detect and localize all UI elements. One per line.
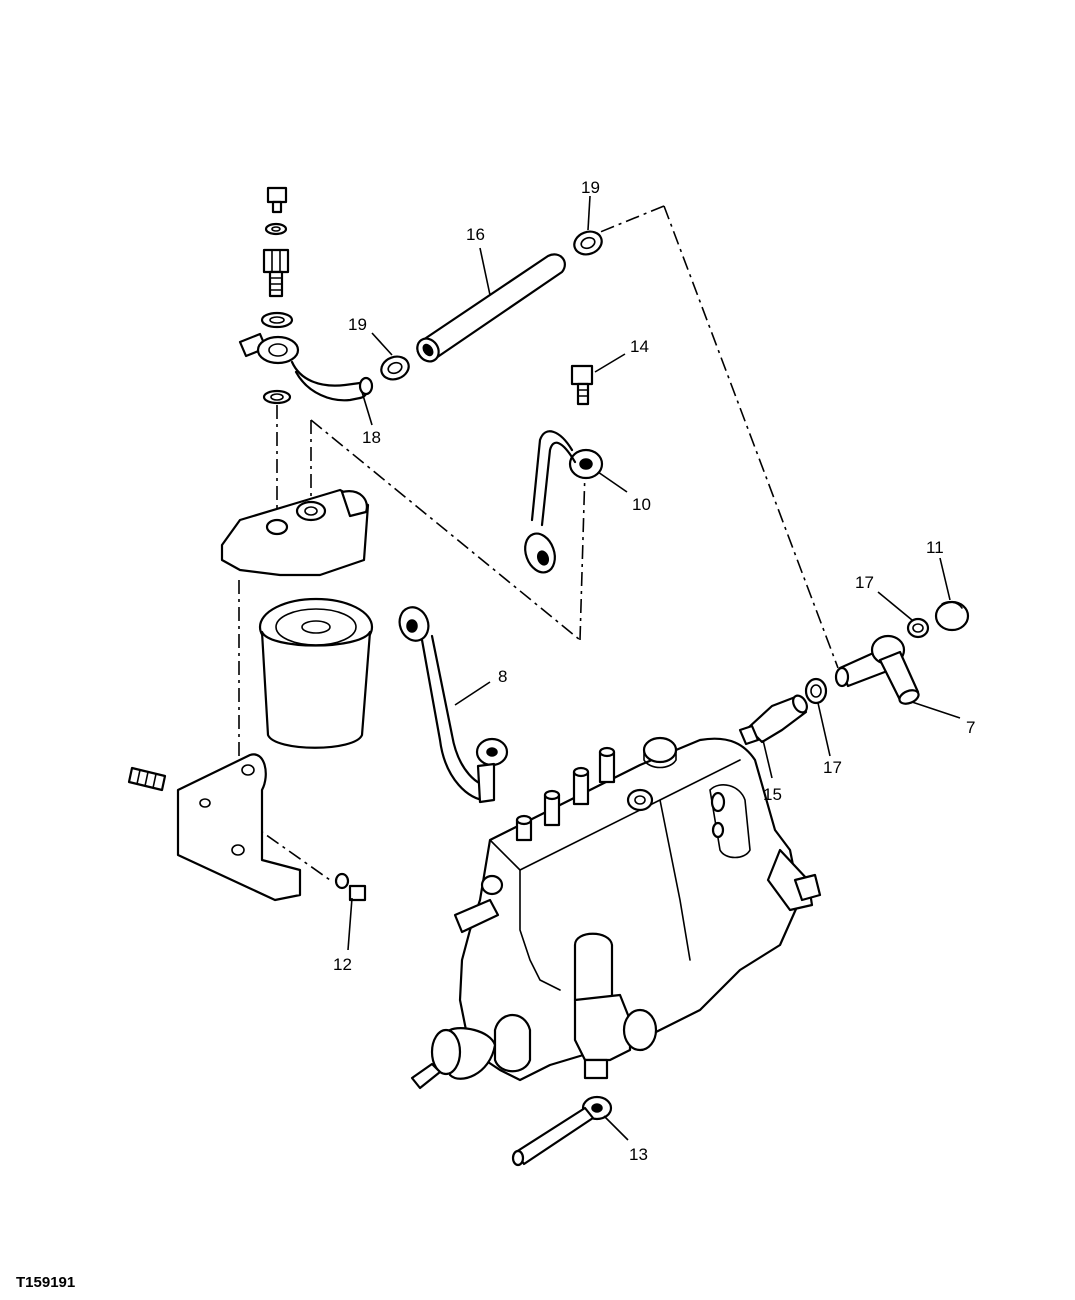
filter-head: [220, 488, 370, 577]
callout-8: 8: [498, 667, 507, 686]
callout-16: 16: [466, 225, 485, 244]
callout-11: 11: [926, 538, 944, 557]
callout-12: 12: [333, 955, 352, 974]
hose-clamp-19-lower: [380, 355, 410, 381]
lock-nut-12: [334, 872, 367, 902]
washer-17-lower: [804, 677, 828, 705]
callout-19-upper: 19: [581, 178, 600, 197]
bleed-screw-14: [570, 364, 594, 406]
figure-id: T159191: [16, 1274, 75, 1291]
fuel-line-18: [238, 332, 374, 402]
shutoff-lever-13: [511, 1095, 613, 1167]
callout-13: 13: [629, 1145, 648, 1164]
filter-mounting-bracket: [176, 753, 302, 902]
callout-19-lower: 19: [348, 315, 367, 334]
callout-labels: 19 16 19 14 18 10 11 17 8 7 17 15 12 13: [333, 178, 975, 1164]
connector-15: [738, 694, 808, 746]
callout-17-lower: 17: [823, 758, 842, 777]
elbow-fitting-7: [834, 634, 920, 705]
assembly-centerlines: [238, 205, 839, 881]
mounting-stud: [127, 766, 167, 792]
injection-pump: [410, 736, 822, 1090]
banjo-bolt-stack: [260, 186, 294, 405]
fuel-filter-element: [258, 597, 374, 749]
fuel-hose-16: [416, 253, 566, 363]
callout-18: 18: [362, 428, 381, 447]
washer-17-upper: [906, 617, 930, 639]
callout-10: 10: [632, 495, 651, 514]
cap-11: [934, 600, 970, 632]
callout-15: 15: [763, 785, 782, 804]
hose-clamp-19-upper: [573, 230, 603, 256]
callout-17-upper: 17: [855, 573, 874, 592]
callout-14: 14: [630, 337, 649, 356]
fuel-line-10: [524, 430, 604, 574]
callout-7: 7: [966, 718, 975, 737]
leader-lines: [347, 195, 961, 1141]
fuel-line-8: [398, 606, 509, 804]
